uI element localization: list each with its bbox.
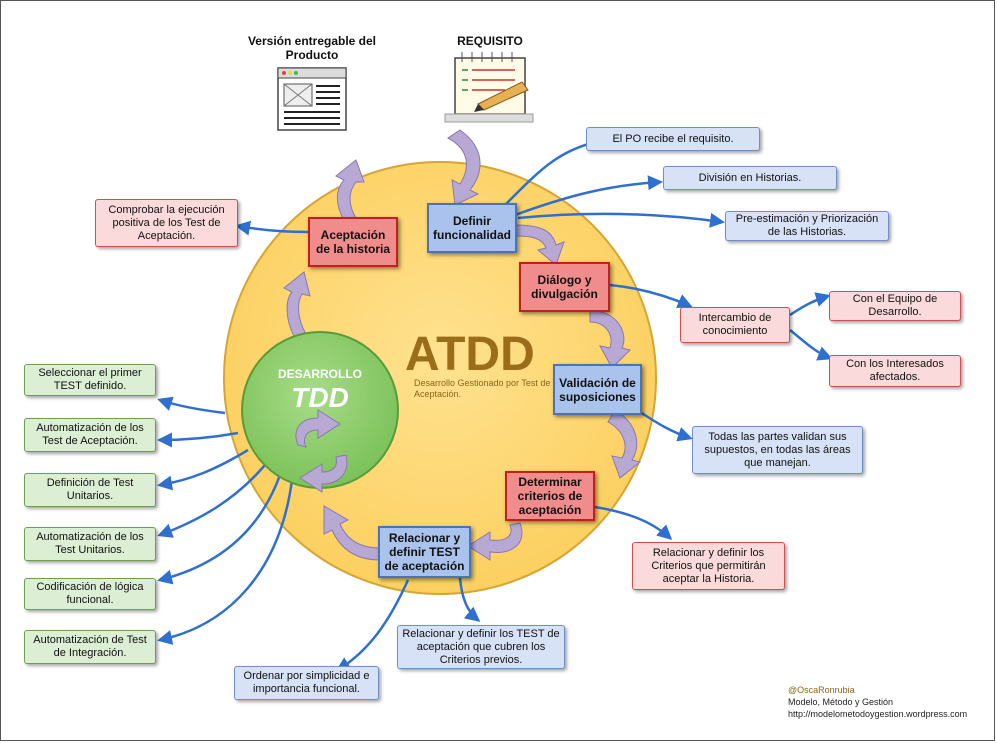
product-title: Versión entregable del Producto xyxy=(247,34,377,62)
note-criterios: Relacionar y definir los Criterios que p… xyxy=(632,542,785,590)
note-equipo: Con el Equipo de Desarrollo. xyxy=(829,291,961,321)
note-interesados: Con los Interesados afectados. xyxy=(829,355,961,387)
note-preestimacion: Pre-estimación y Priorización de las His… xyxy=(725,211,889,241)
tdd-label: DESARROLLO xyxy=(278,367,362,381)
step-validacion-suposiciones: Validación de suposiciones xyxy=(553,364,642,415)
tdd-note-automatizacion-unitarios: Automatización de los Test Unitarios. xyxy=(24,527,156,561)
tdd-note-seleccionar: Seleccionar el primer TEST definido. xyxy=(24,364,156,396)
credit-author: @OscaRonrubia xyxy=(788,685,855,695)
note-partes: Todas las partes validan sus supuestos, … xyxy=(692,426,863,474)
tdd-note-definicion-unitarios: Definición de Test Unitarios. xyxy=(24,473,156,507)
step-aceptacion-historia: Aceptación de la historia xyxy=(308,217,398,267)
note-division: División en Historias. xyxy=(663,166,837,190)
credit-url[interactable]: http://modelometodoygestion.wordpress.co… xyxy=(788,709,968,719)
step-determinar-criterios: Determinar criterios de aceptación xyxy=(505,471,595,521)
tdd-note-integracion: Automatización de Test de Integración. xyxy=(24,630,156,664)
note-po: El PO recibe el requisito. xyxy=(586,127,760,151)
step-relacionar-test: Relacionar y definir TEST de aceptación xyxy=(378,526,471,578)
tdd-title: TDD xyxy=(291,382,349,413)
note-intercambio: Intercambio de conocimiento xyxy=(680,307,790,343)
tdd-note-codificacion: Codificación de lógica funcional. xyxy=(24,578,156,610)
atdd-title: ATDD xyxy=(405,328,535,381)
credit-blog: Modelo, Método y Gestión xyxy=(788,697,894,707)
atdd-subtitle: Desarrollo Gestionado por Test de Acepta… xyxy=(414,378,551,399)
note-comprobar: Comprobar la ejecución positiva de los T… xyxy=(95,199,238,247)
requirement-notepad-icon xyxy=(444,52,534,123)
tdd-cycle-arrows xyxy=(295,409,348,493)
requisito-title: REQUISITO xyxy=(457,34,523,48)
tdd-note-automatizacion-aceptacion: Automatización de los Test de Aceptación… xyxy=(24,418,156,452)
product-window-icon xyxy=(277,67,347,131)
step-definir-funcionalidad: Definir funcionalidad xyxy=(427,203,517,253)
note-test-criterios: Relacionar y definir los TEST de aceptac… xyxy=(397,625,565,669)
note-ordenar: Ordenar por simplicidad e importancia fu… xyxy=(234,666,379,700)
step-dialogo-divulgacion: Diálogo y divulgación xyxy=(519,262,610,312)
